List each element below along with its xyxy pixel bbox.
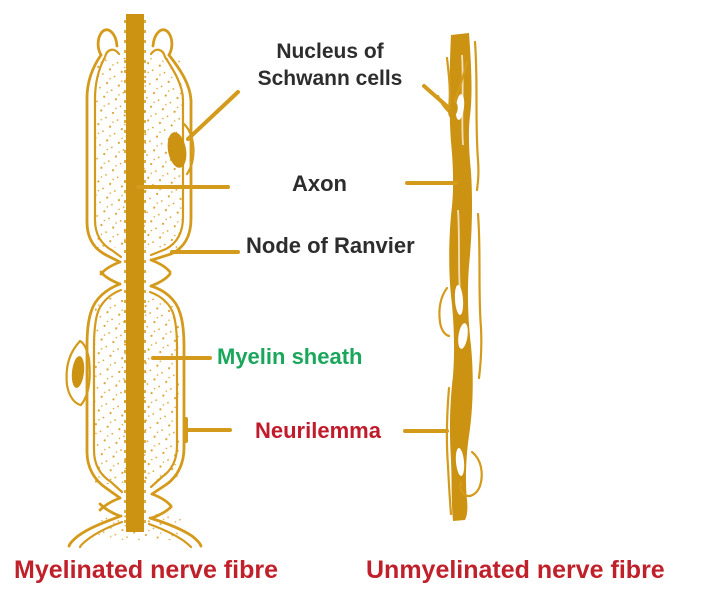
- caption-unmyelinated-nerve-fibre: Unmyelinated nerve fibre: [366, 556, 665, 584]
- caption-myelinated-nerve-fibre: Myelinated nerve fibre: [14, 556, 278, 584]
- schwann-nucleus-left: [65, 339, 91, 407]
- label-myelin-sheath: Myelin sheath: [217, 344, 363, 369]
- label-nucleus-line2: Schwann cells: [257, 67, 403, 90]
- unmyelinated-axon-shape: [449, 33, 473, 521]
- unmyelinated-fibre-drawing: [436, 33, 483, 521]
- label-nucleus-line1: Nucleus of: [276, 40, 384, 63]
- myelinated-fibre-drawing: [65, 14, 203, 549]
- label-axon: Axon: [292, 171, 347, 196]
- pointer-nucleus-to-myelinated: [186, 90, 240, 141]
- label-nucleus-of-schwann-cells: Nucleus of Schwann cells: [240, 38, 420, 92]
- axon-shape: [126, 14, 144, 532]
- label-neurilemma: Neurilemma: [255, 418, 381, 443]
- label-node-of-ranvier: Node of Ranvier: [246, 233, 415, 258]
- pointer-lines: [136, 84, 458, 443]
- pointer-nucleus-to-unmyelinated: [422, 84, 451, 110]
- schwann-nucleus-myelinated: [167, 122, 195, 176]
- schwann-nucleus-unmyelinated: [448, 102, 458, 118]
